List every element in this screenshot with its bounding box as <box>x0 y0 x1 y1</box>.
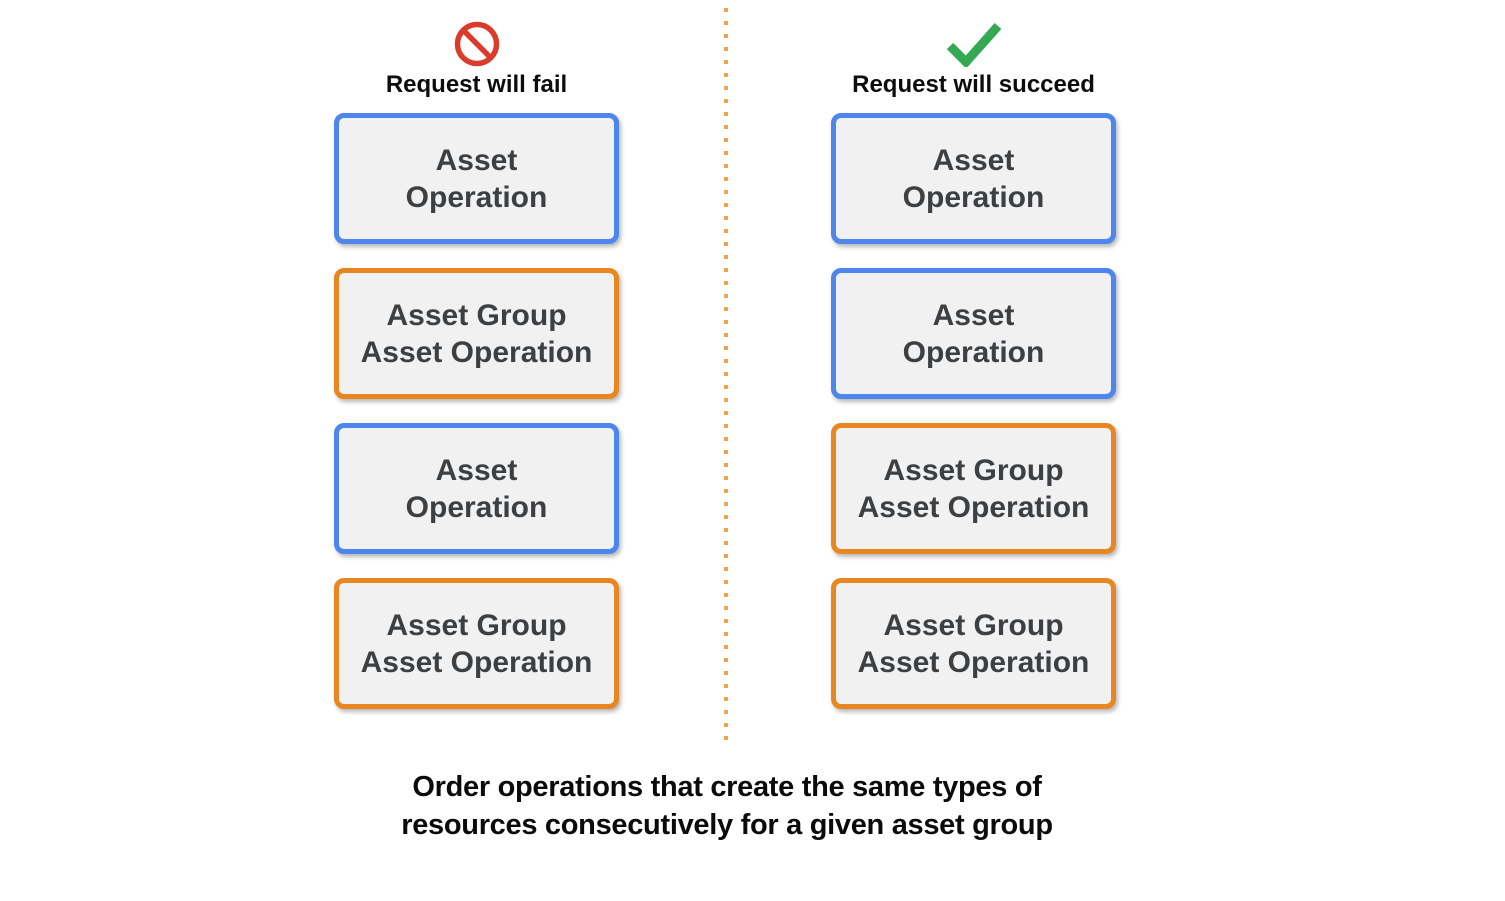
asset-operation-box: Asset Operation <box>334 423 619 554</box>
box-label-line: Asset Group <box>883 453 1064 487</box>
box-label-line: Operation <box>902 180 1045 214</box>
succeed-column-header: Request will succeed <box>831 17 1116 99</box>
asset-group-asset-operation-box: Asset Group Asset Operation <box>334 578 619 709</box>
asset-group-asset-operation-box: Asset Group Asset Operation <box>831 423 1116 554</box>
box-label-line: Asset Operation <box>360 335 593 369</box>
fail-column-boxes: Asset Operation Asset Group Asset Operat… <box>334 113 619 709</box>
box-label-line: Asset Group <box>386 298 567 332</box>
caption-line: resources consecutively for a given asse… <box>401 809 1053 841</box>
box-label-line: Operation <box>902 335 1045 369</box>
column-divider <box>724 8 728 740</box>
prohibition-icon <box>454 17 500 67</box>
box-label-line: Asset <box>435 143 518 177</box>
caption: Order operations that create the same ty… <box>0 768 1454 844</box>
box-label-line: Asset Operation <box>857 645 1090 679</box>
box-label-line: Operation <box>405 490 548 524</box>
box-label-line: Asset <box>932 143 1015 177</box>
box-label-line: Asset Operation <box>857 490 1090 524</box>
box-label-line: Asset <box>435 453 518 487</box>
asset-group-asset-operation-box: Asset Group Asset Operation <box>334 268 619 399</box>
caption-line: Order operations that create the same ty… <box>412 771 1042 803</box>
fail-column-header: Request will fail <box>334 17 619 99</box>
box-label-line: Asset Group <box>386 608 567 642</box>
checkmark-icon <box>946 17 1002 67</box>
fail-column-title: Request will fail <box>385 71 568 98</box>
succeed-column-title: Request will succeed <box>852 71 1095 98</box>
box-label-line: Asset <box>932 298 1015 332</box>
asset-group-asset-operation-box: Asset Group Asset Operation <box>831 578 1116 709</box>
succeed-column-boxes: Asset Operation Asset Operation Asset Gr… <box>831 113 1116 709</box>
box-label-line: Asset Group <box>883 608 1064 642</box>
box-label-line: Asset Operation <box>360 645 593 679</box>
box-label-line: Operation <box>405 180 548 214</box>
asset-operation-box: Asset Operation <box>334 113 619 244</box>
asset-operation-box: Asset Operation <box>831 268 1116 399</box>
asset-operation-box: Asset Operation <box>831 113 1116 244</box>
